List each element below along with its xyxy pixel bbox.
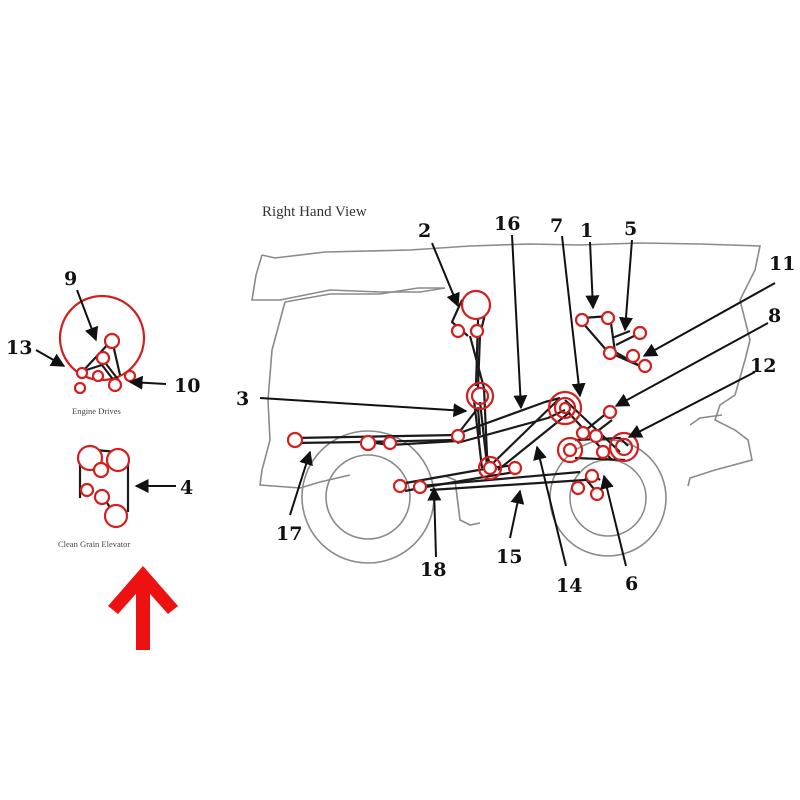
label-16: 16 [494, 213, 520, 235]
label-12: 12 [750, 355, 776, 377]
pulley-7-inner [558, 401, 572, 415]
label-10: 10 [174, 375, 200, 397]
pulley-11-a [602, 345, 618, 361]
pulley-6-outer [608, 431, 640, 463]
pulley-2-idler [450, 323, 466, 339]
pulley-18-a [392, 478, 408, 494]
pulley-6-left-outer [556, 436, 584, 464]
pulley-5 [632, 325, 648, 341]
label-6: 6 [625, 573, 638, 595]
pulley-2-top [460, 289, 492, 321]
pulley-11-b [625, 348, 641, 364]
engine-large-pulley [58, 294, 146, 382]
view-title: Right Hand View [262, 204, 367, 220]
elevator-inset: Clean Grain Elevator [58, 444, 130, 549]
elevator-caption: Clean Grain Elevator [58, 539, 130, 549]
label-9: 9 [64, 268, 77, 290]
pulley-6-low-a [584, 468, 600, 484]
pulley-14-a [575, 425, 591, 441]
pulley-mid-b [382, 435, 398, 451]
label-3: 3 [236, 388, 249, 410]
pulley-7-outer [547, 390, 583, 426]
engine-drives-inset: Engine Drives [58, 294, 146, 416]
leader-lines [35, 234, 776, 567]
pulley-6-low-c [589, 486, 605, 502]
pulley-11-c [637, 358, 653, 374]
pulley-17 [286, 431, 304, 449]
label-8: 8 [768, 305, 781, 327]
pulley-15-right [507, 460, 523, 476]
pulleys [286, 289, 653, 502]
pulley-3-outer [465, 381, 495, 411]
pulley-6-left-inner [562, 442, 578, 458]
red-up-arrow [108, 566, 178, 650]
pulley-3-left [450, 428, 466, 444]
label-17: 17 [276, 523, 302, 545]
label-4: 4 [180, 477, 193, 499]
label-2: 2 [418, 220, 431, 242]
rear-wheel [549, 439, 667, 557]
label-1: 1 [580, 220, 593, 242]
label-14: 14 [556, 575, 582, 597]
pulley-1-b [600, 310, 616, 326]
label-5: 5 [624, 218, 637, 240]
pulley-15-outer [477, 455, 503, 481]
label-13: 13 [6, 337, 32, 359]
label-18: 18 [420, 559, 446, 581]
pulley-1-a [574, 312, 590, 328]
pulley-15-inner [482, 460, 498, 476]
pulley-7-mid [553, 396, 577, 420]
label-7: 7 [550, 215, 563, 237]
label-15: 15 [496, 546, 522, 568]
pulley-8 [602, 404, 618, 420]
part-labels: 1 2 3 4 5 6 7 8 9 10 11 12 13 14 15 16 1… [6, 213, 795, 597]
label-11: 11 [769, 253, 795, 275]
pulley-mid-a [359, 434, 377, 452]
pulley-6-inner [614, 437, 634, 457]
pulley-6-low-b [570, 480, 586, 496]
pulley-18-b [412, 479, 428, 495]
pulley-3-inner [470, 386, 490, 406]
pulley-12-a [588, 428, 604, 444]
pulley-2-lower [469, 323, 485, 339]
pulley-12-b [595, 444, 611, 460]
engine-caption: Engine Drives [72, 406, 121, 416]
